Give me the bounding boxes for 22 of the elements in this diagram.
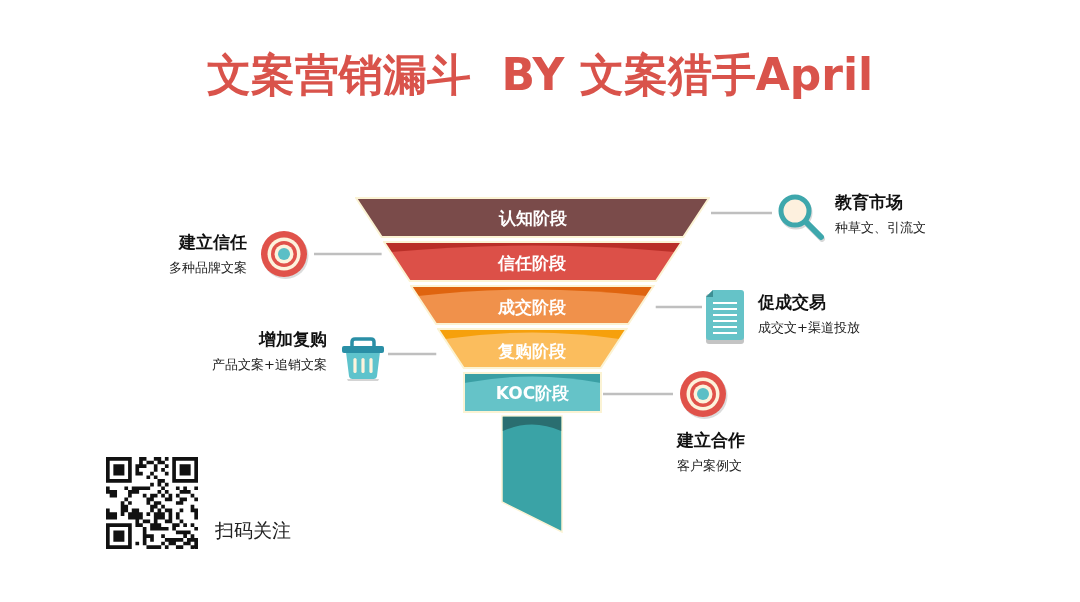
leader-line xyxy=(314,252,382,256)
leader-line xyxy=(603,392,673,396)
stage-label: 认知阶段 xyxy=(498,207,567,229)
callout-text: 成交文+渠道投放 xyxy=(758,319,860,337)
leader-line xyxy=(711,211,772,215)
callout-heading: 建立合作 xyxy=(677,429,745,452)
leader-line xyxy=(655,305,702,309)
diagram-title: 文案营销漏斗 BY 文案猎手April xyxy=(206,48,874,102)
stage-label: 信任阶段 xyxy=(498,252,567,274)
stage-label: 复购阶段 xyxy=(498,340,567,362)
callout-text: 客户案例文 xyxy=(677,457,742,475)
stage-label: 成交阶段 xyxy=(498,296,567,318)
callout-heading: 建立信任 xyxy=(179,231,247,254)
callout-text: 种草文、引流文 xyxy=(835,219,926,237)
callout-text: 产品文案+追销文案 xyxy=(212,356,327,374)
callout-heading: 增加复购 xyxy=(259,328,327,351)
callout-heading: 教育市场 xyxy=(835,191,903,214)
stage-label: KOC阶段 xyxy=(495,382,570,404)
leader-line xyxy=(388,352,437,356)
callout-heading: 促成交易 xyxy=(758,291,826,314)
caption-text: 扫码关注 xyxy=(215,518,291,543)
callout-text: 多种品牌文案 xyxy=(169,259,247,277)
